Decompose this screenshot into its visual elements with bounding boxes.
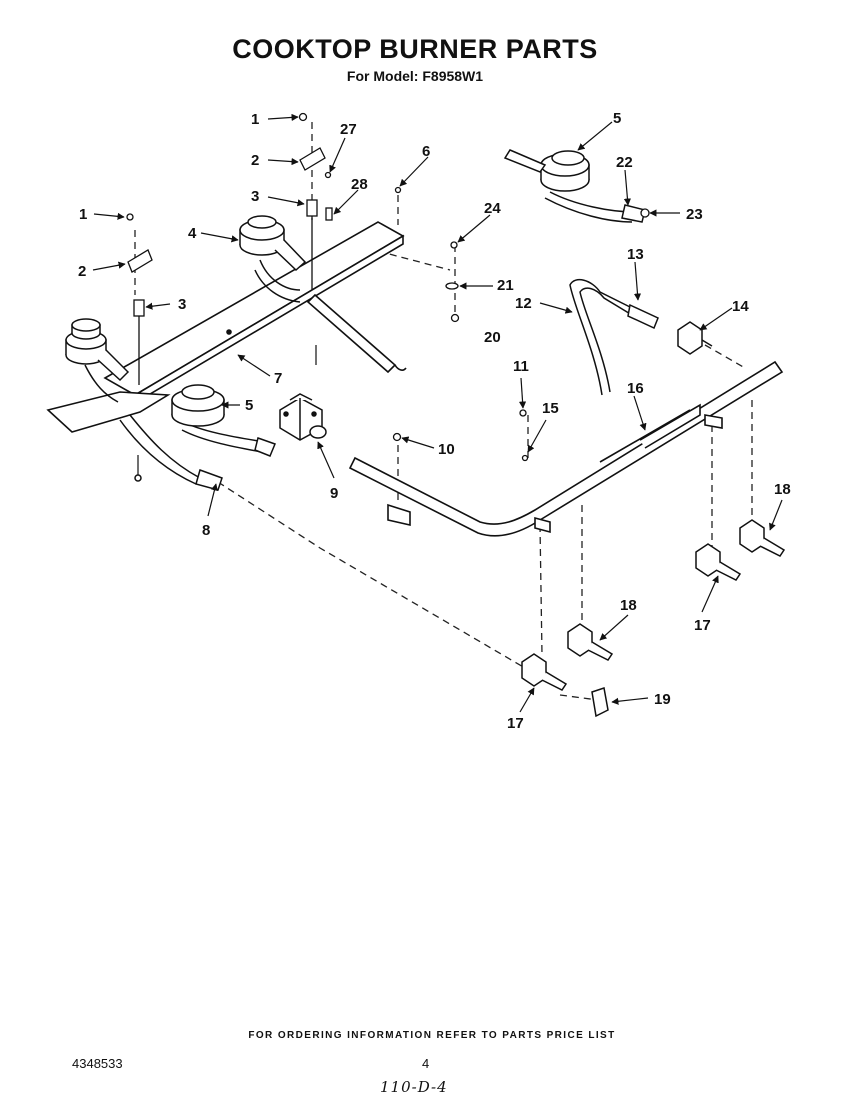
callout-3-left: 3	[178, 296, 186, 313]
burner-bracket	[46, 221, 407, 433]
callout-labels: 1 1 2 2 3 3 4 5 5 6 7 8 9 10 11 12 13 14…	[78, 110, 791, 732]
callout-15: 15	[542, 400, 559, 417]
callout-1-upper: 1	[251, 111, 259, 128]
valve-14	[677, 321, 713, 355]
burner-left-rear	[239, 215, 307, 272]
callout-17-right: 17	[694, 617, 711, 634]
callout-3-upper: 3	[251, 188, 259, 205]
valve-17-right	[695, 543, 742, 581]
page-title: COOKTOP BURNER PARTS	[232, 34, 598, 64]
callout-18-right: 18	[774, 481, 791, 498]
ordering-note: FOR ORDERING INFORMATION REFER TO PARTS …	[248, 1030, 616, 1041]
callout-1-left: 1	[79, 206, 87, 223]
callout-23: 23	[686, 206, 703, 223]
callout-2-left: 2	[78, 263, 86, 280]
model-subtitle: For Model: F8958W1	[346, 68, 484, 84]
callout-21: 21	[497, 277, 514, 294]
callout-5-top: 5	[613, 110, 621, 127]
small-hardware	[126, 112, 650, 462]
leader-lines	[92, 113, 783, 713]
callout-17-front: 17	[507, 715, 524, 732]
callout-22: 22	[616, 154, 633, 171]
callout-19: 19	[654, 691, 671, 708]
callout-7: 7	[274, 370, 282, 387]
knob-19	[591, 687, 609, 718]
callout-16: 16	[627, 380, 644, 397]
callout-14: 14	[732, 298, 749, 315]
callout-4: 4	[188, 225, 197, 242]
valve-18-mid	[567, 623, 614, 661]
burner-top-right	[503, 149, 646, 223]
callout-12: 12	[515, 295, 532, 312]
page-number: 4	[422, 1056, 430, 1071]
callout-20: 20	[484, 329, 501, 346]
callout-10: 10	[438, 441, 455, 458]
callout-9: 9	[330, 485, 338, 502]
callout-5-center: 5	[245, 397, 253, 414]
callout-13: 13	[627, 246, 644, 263]
callout-27: 27	[340, 121, 357, 138]
callout-18-mid: 18	[620, 597, 637, 614]
callout-2-upper: 2	[251, 152, 259, 169]
burner-left-front	[65, 318, 130, 382]
callout-8: 8	[202, 522, 210, 539]
dashed-guides	[134, 122, 753, 701]
callout-11: 11	[513, 358, 529, 375]
supply-tube	[569, 278, 659, 396]
burner-center-front	[171, 384, 225, 427]
pressure-regulator	[279, 393, 327, 441]
document-number: 4348533	[72, 1056, 123, 1071]
callout-6: 6	[422, 143, 430, 160]
handwritten-note: 110-D-4	[380, 1078, 448, 1096]
valve-17-front	[521, 653, 568, 691]
callout-24: 24	[484, 200, 501, 217]
callout-28: 28	[351, 176, 368, 193]
manifold-pipe	[348, 360, 784, 537]
valve-18-right	[739, 519, 786, 557]
